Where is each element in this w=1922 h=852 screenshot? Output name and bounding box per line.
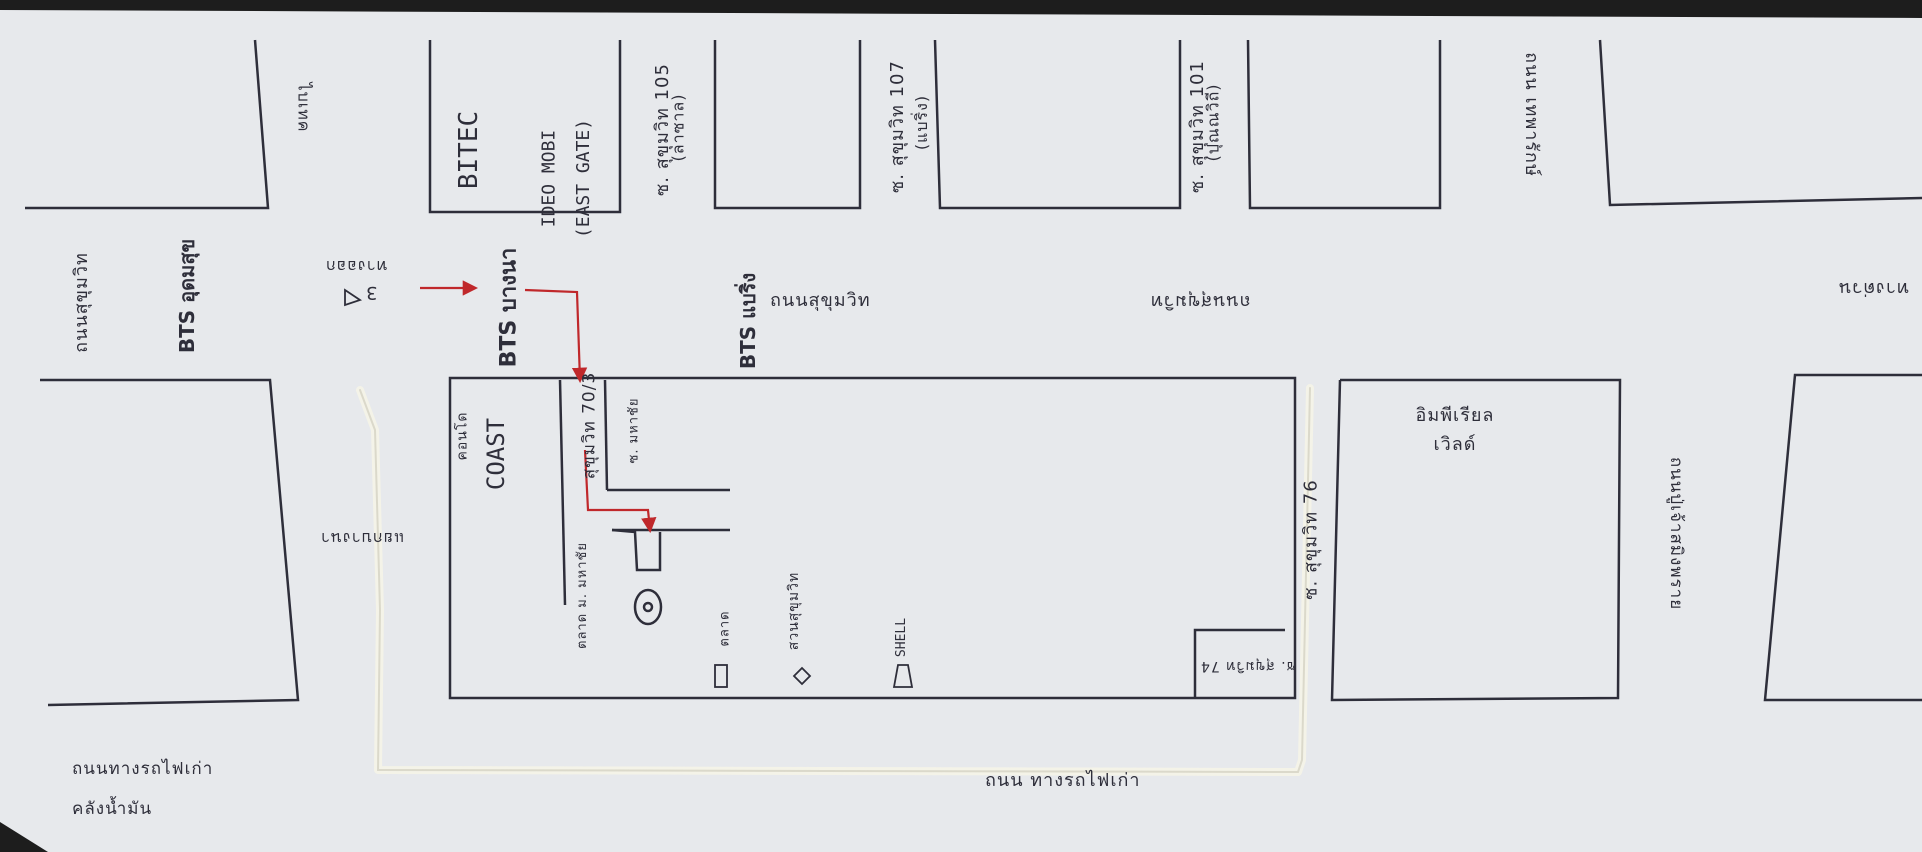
block-top-2 (713, 40, 862, 210)
ideo-mobi-label: IDEO MOBI (538, 129, 560, 228)
gas-drop-icon (633, 588, 663, 626)
gas-drop-center-icon (642, 601, 654, 613)
bitec-top-left-label: ไบเทค (294, 82, 314, 133)
soi-70-3-side-label: ซ. มหาชัย (626, 397, 642, 464)
road-bottom-right-label: ถนนปู่เจ้าสมิงพราย (1666, 456, 1687, 611)
pin-marker-2-icon (792, 666, 812, 686)
soi-107-name-label: (แบริ่ง) (912, 94, 932, 151)
imperial-world-label: อิมพีเรียล เวิลด์ (1415, 405, 1495, 455)
paper-sheet (0, 10, 1922, 852)
east-gate-label: (EAST GATE) (573, 118, 595, 239)
marker-1-label: ตลาด (717, 610, 733, 647)
marker-2-label: สวนสุขุมวิท (786, 571, 803, 651)
road-right-top-label: ถนน เทพารักษ์ (1520, 52, 1542, 177)
sukhumvit-road-left-label: ถนนสุขุมวิท (70, 252, 92, 353)
inner-building (611, 528, 662, 572)
train-road-left-label: ถนนทางรถไฟเก่า (72, 759, 214, 779)
block-bottom-1 (40, 378, 300, 707)
block-top-4 (1246, 39, 1442, 210)
corner-box (1193, 628, 1285, 698)
pin-marker-3-icon (892, 664, 914, 688)
block-top-3 (933, 39, 1182, 210)
walk-route-shadow (359, 387, 1311, 774)
inner-line-b (603, 379, 609, 491)
block-bottom-right (1763, 373, 1922, 702)
station-triangle-icon (344, 288, 363, 307)
block-bottom-imperial (1330, 378, 1622, 702)
mahachai-note-label: ตลาด ม. มหาชัย (575, 542, 590, 649)
block-top-5 (1598, 39, 1922, 207)
bts-udomsuk-label: BTS อุดมสุข (175, 238, 200, 354)
soi-76-label: ซ. สุขุมวิท 76 (1300, 479, 1322, 600)
coast-thai-label: คอนโด (454, 411, 471, 461)
corner-box-label: ซ. สุขุมวิท 74 (1200, 658, 1297, 674)
bts-bearing-label: BTS แบริ่ง (736, 272, 761, 370)
exit-number-label: 3 (365, 282, 378, 303)
block-top-1 (25, 39, 270, 210)
block-top-bitec (428, 40, 622, 214)
pin-marker-1-icon (714, 664, 728, 688)
inner-line-a (558, 379, 567, 606)
soi-105-name-label: (ลาซาล) (668, 93, 688, 162)
bitec-label: BITEC (454, 110, 485, 190)
sukhumvit-road-right-label: ถนนสุขุมวิท (1150, 291, 1251, 312)
ramp-right-label: ทางด่วน (1838, 278, 1909, 299)
exit-label: ทางออก (325, 257, 388, 276)
coast-label: COAST (482, 417, 511, 491)
yaek-label: แยกบางนา (320, 529, 405, 548)
marker-3-label: SHELL (894, 617, 910, 658)
bts-bangna-label: BTS บางนา (496, 247, 522, 368)
red-arrow-inner (583, 449, 657, 534)
red-arrow-down (524, 288, 588, 384)
market-left-label: คลังน้ำมัน (72, 799, 153, 819)
soi-101-name-label: (ปุณณวิถี) (1203, 83, 1223, 162)
train-road-bottom-label: ถนน ทางรถไฟเก่า (985, 770, 1141, 791)
soi-70-3-label: สุขุมวิท 70/3 (579, 371, 600, 480)
soi-107-label: ซ. สุขุมวิท 107 (886, 60, 908, 193)
block-coast (448, 376, 1297, 700)
sukhumvit-road-center-label: ถนนสุขุมวิท (770, 290, 871, 311)
